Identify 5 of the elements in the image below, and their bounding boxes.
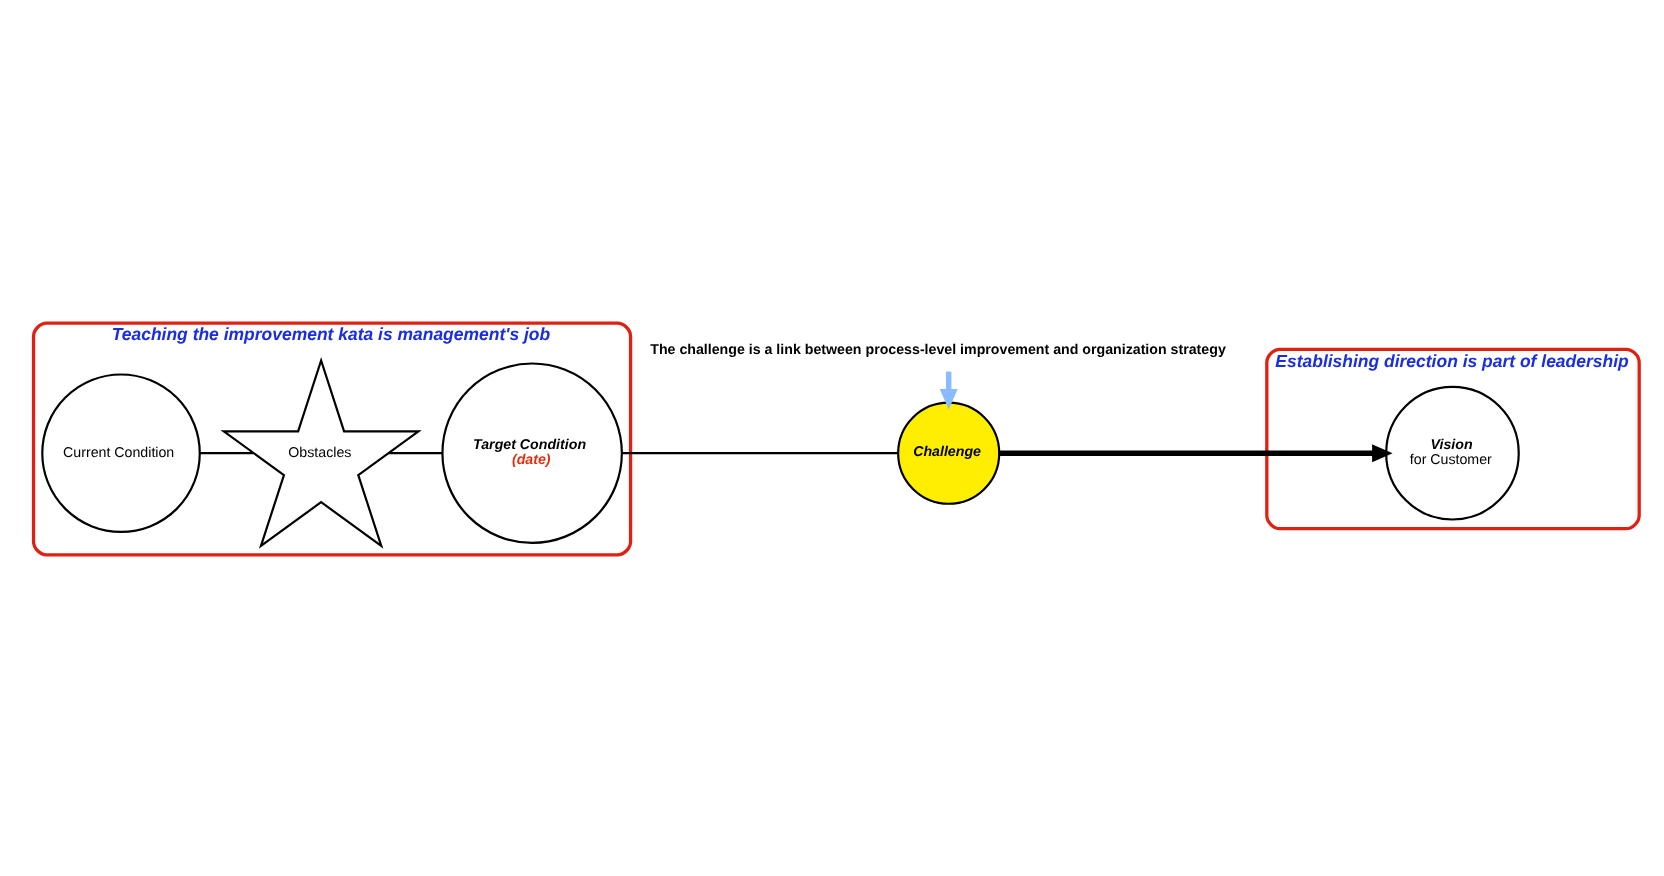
connector <box>388 451 443 454</box>
arrow <box>999 443 1393 462</box>
arrow <box>939 370 958 409</box>
connector <box>199 451 254 454</box>
connector <box>622 451 899 454</box>
